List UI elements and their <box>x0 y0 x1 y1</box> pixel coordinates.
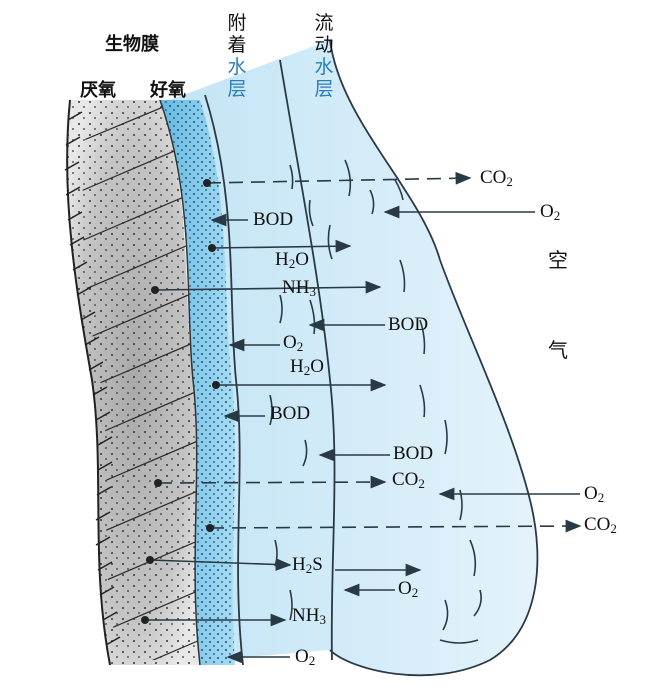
water-surface <box>329 39 539 677</box>
flow-label: NH3 <box>282 277 316 299</box>
flow-label: O2 <box>283 332 304 354</box>
anaerobic-label: 厌氧 <box>80 80 116 101</box>
flow-label: CO2 <box>584 514 617 536</box>
attached-water-label: 附着水层 <box>227 12 247 100</box>
aerobic-label: 好氧 <box>150 80 186 101</box>
flow-label: BOD <box>388 314 429 335</box>
flow-label: H2O <box>275 249 309 271</box>
flow-label: O2 <box>584 483 605 505</box>
flow-label: BOD <box>270 403 311 424</box>
origin-dots <box>141 179 220 624</box>
air-label-2: 气 <box>548 338 568 362</box>
flowing-water-layer <box>170 40 538 676</box>
flow-dashes <box>269 159 482 644</box>
flow-label: CO2 <box>480 167 513 189</box>
flow-label: O2 <box>540 201 561 223</box>
flow-label: NH3 <box>292 605 326 627</box>
wall-ticks <box>64 111 121 646</box>
biofilm-title: 生物膜 <box>105 34 159 55</box>
flow-label: O2 <box>398 578 419 600</box>
air-label-1: 空 <box>548 248 568 272</box>
attached-water-boundary <box>204 94 244 666</box>
flow-label: O2 <box>295 646 316 668</box>
flow-label: BOD <box>253 209 294 230</box>
flowing-water-label: 流动水层 <box>314 12 334 100</box>
flow-label: BOD <box>393 443 434 464</box>
arrows <box>145 171 582 664</box>
flow-label: H2S <box>292 554 323 576</box>
flowing-water-boundary <box>279 59 336 661</box>
flow-label: H2O <box>290 356 324 378</box>
support-wall <box>66 99 111 666</box>
flow-label: CO2 <box>392 469 425 491</box>
